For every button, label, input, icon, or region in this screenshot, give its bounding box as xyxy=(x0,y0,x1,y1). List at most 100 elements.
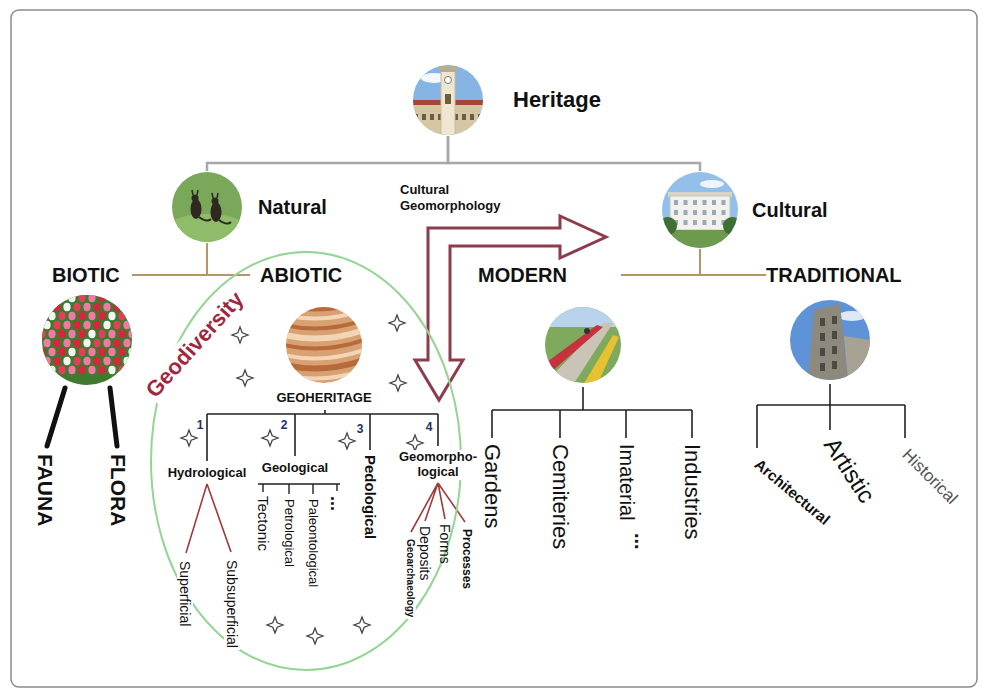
leaf-label: Artistic xyxy=(818,432,880,507)
tulip xyxy=(108,366,115,374)
tulip xyxy=(68,366,75,374)
tulip xyxy=(68,330,75,338)
tulip xyxy=(108,294,115,302)
rock-layer xyxy=(284,360,364,369)
category-label: Geological xyxy=(262,460,328,477)
tulip xyxy=(53,339,60,347)
window xyxy=(820,333,825,341)
tulip xyxy=(123,321,130,329)
tulip xyxy=(123,339,130,347)
star-symbol xyxy=(262,430,278,446)
tree-connector xyxy=(207,136,448,171)
rock-layer xyxy=(284,340,364,349)
tulip xyxy=(78,312,85,320)
tulip xyxy=(88,294,95,302)
photo-circle xyxy=(790,300,870,380)
node-heading: Heritage xyxy=(513,86,601,115)
window xyxy=(820,363,825,371)
tulip xyxy=(38,294,45,302)
star-symbol xyxy=(389,315,405,331)
picture xyxy=(284,300,364,389)
picture-clip-group xyxy=(162,172,252,250)
window xyxy=(703,210,707,215)
photo-circle xyxy=(662,172,738,248)
tulip xyxy=(53,303,60,311)
modern-bracket xyxy=(492,387,692,438)
animal-tail xyxy=(199,217,211,221)
tulip xyxy=(38,366,45,374)
natural-node: Natural xyxy=(171,171,341,243)
tulip xyxy=(118,348,125,356)
tulip xyxy=(98,312,105,320)
tulip xyxy=(98,294,105,302)
photo-circle xyxy=(42,295,132,385)
tulip xyxy=(128,312,135,320)
leaf-label: Historical xyxy=(898,445,961,508)
callout-number: 4 xyxy=(426,420,433,436)
tulip xyxy=(63,357,70,365)
tulip xyxy=(88,330,95,338)
lawn xyxy=(662,230,738,255)
window xyxy=(712,200,716,205)
tulip xyxy=(128,330,135,338)
tulip xyxy=(93,357,100,365)
animal-body xyxy=(191,199,202,219)
animal-ears xyxy=(212,193,218,198)
tulip xyxy=(88,348,95,356)
photo-circle xyxy=(172,172,242,242)
tulip xyxy=(133,321,140,329)
tulip xyxy=(48,330,55,338)
leaf-label: Petrological xyxy=(282,499,297,567)
tulip xyxy=(133,357,140,365)
leaf-label: FAUNA xyxy=(33,454,57,526)
person xyxy=(584,328,590,334)
tree-connector xyxy=(700,249,766,275)
callout-number: 1 xyxy=(197,418,204,434)
window xyxy=(832,331,837,339)
tulip xyxy=(108,312,115,320)
star-symbol xyxy=(390,375,406,391)
leaf-label: Gardens xyxy=(479,444,504,528)
node-heading: Cultural xyxy=(752,197,828,223)
leaf-label: Subsuperficial xyxy=(224,558,240,650)
tulip xyxy=(58,366,65,374)
frame xyxy=(11,10,977,687)
tulip xyxy=(113,303,120,311)
tulip xyxy=(48,366,55,374)
picture xyxy=(790,300,870,380)
window xyxy=(832,361,837,369)
category-label: Geomorpho- logical xyxy=(392,450,484,480)
picture-clip-group xyxy=(790,300,870,380)
tulip xyxy=(93,303,100,311)
tulip xyxy=(118,366,125,374)
window xyxy=(414,114,418,120)
picture xyxy=(38,294,140,385)
node-heading: ABIOTIC xyxy=(260,262,342,288)
tulip xyxy=(48,312,55,320)
animal-ears xyxy=(192,190,198,195)
window xyxy=(478,114,482,120)
tulip xyxy=(128,366,135,374)
window xyxy=(722,210,726,215)
tulip xyxy=(83,321,90,329)
picture-clip-group xyxy=(413,65,483,140)
tulip xyxy=(93,339,100,347)
tulip xyxy=(118,330,125,338)
node-heading: Natural xyxy=(258,194,327,220)
window xyxy=(703,220,707,225)
tulip xyxy=(58,348,65,356)
tulip xyxy=(38,330,45,338)
window xyxy=(422,114,426,120)
building xyxy=(670,196,730,230)
leaf-label: Superficial xyxy=(177,559,193,628)
leaf-label: Processes xyxy=(459,527,473,591)
node-heading: MODERN xyxy=(478,262,567,288)
tulip xyxy=(108,330,115,338)
rock-layer xyxy=(284,350,364,359)
cultural-node: Cultural xyxy=(661,171,841,249)
tulip xyxy=(78,294,85,302)
tulip xyxy=(83,357,90,365)
tulip xyxy=(83,303,90,311)
photo-circle xyxy=(413,65,483,135)
animal-head xyxy=(192,195,199,202)
